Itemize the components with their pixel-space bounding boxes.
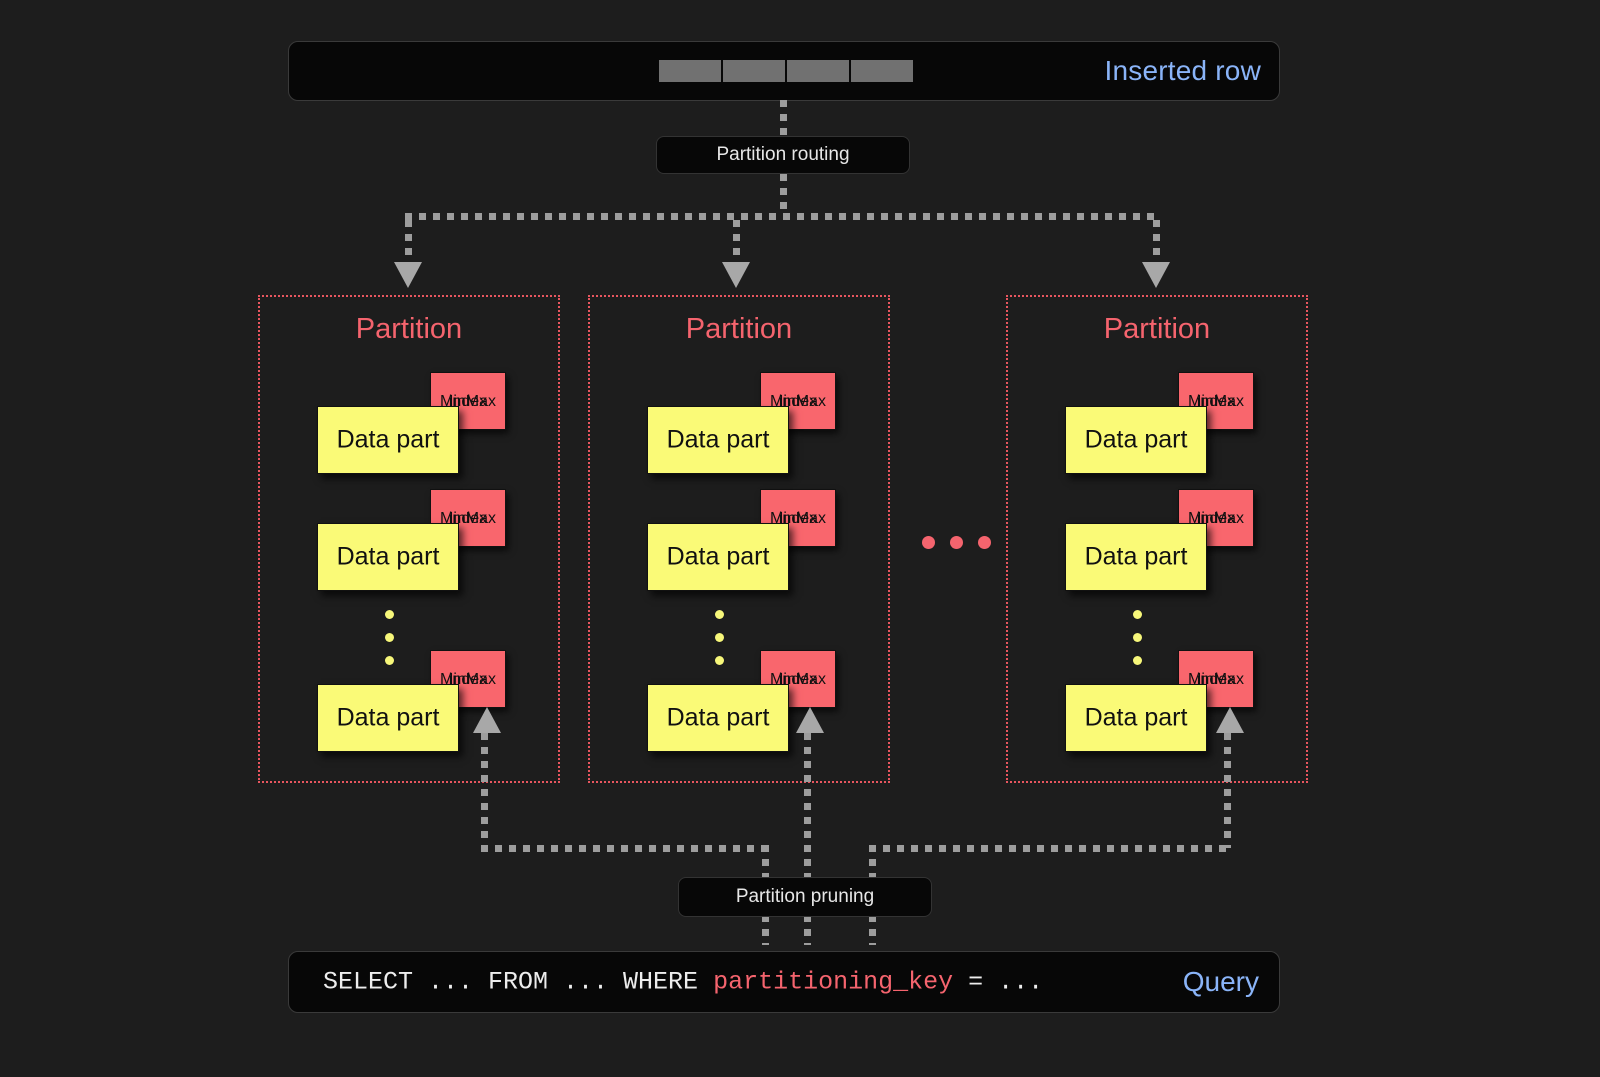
data-part-box[interactable]: Data part: [647, 684, 789, 752]
partition-pruning-box: Partition pruning: [678, 877, 932, 917]
data-part-box[interactable]: Data part: [1065, 523, 1207, 591]
row-cell: [723, 60, 785, 82]
data-part-box[interactable]: Data part: [647, 406, 789, 474]
query-keyword: partitioning_key: [713, 967, 954, 997]
query-sql-text: SELECT ... FROM ... WHERE partitioning_k…: [323, 968, 1043, 997]
inserted-row-cells: [659, 60, 913, 82]
partition-ellipsis: [922, 536, 991, 549]
row-cell: [659, 60, 721, 82]
pruning-leg-3: [1224, 733, 1231, 848]
inserted-row-bar: Inserted row: [288, 41, 1280, 101]
row-cell: [851, 60, 913, 82]
data-part-ellipsis: [715, 610, 724, 679]
data-part-box[interactable]: Data part: [1065, 684, 1207, 752]
fanout-leg-2: [733, 220, 740, 268]
partition-title: Partition: [1103, 313, 1211, 345]
query-suffix: = ...: [953, 967, 1044, 997]
connector-routing-to-bus: [780, 174, 787, 216]
partition-pruning-label: Partition pruning: [735, 886, 875, 907]
pruning-bus-left: [481, 845, 769, 852]
pruning-bus-right: [869, 845, 1231, 852]
partition-title: Partition: [355, 313, 463, 345]
query-label: Query: [1182, 966, 1259, 997]
data-part-ellipsis: [385, 610, 394, 679]
inserted-row-label: Inserted row: [1104, 55, 1261, 86]
fanout-leg-1: [405, 220, 412, 268]
pruning-arrow-2-icon: [796, 707, 824, 733]
fanout-arrow-1-icon: [394, 262, 422, 288]
pruning-arrow-3-icon: [1216, 707, 1244, 733]
fanout-arrow-3-icon: [1142, 262, 1170, 288]
connector-row-to-routing: [780, 100, 787, 140]
data-part-box[interactable]: Data part: [317, 406, 459, 474]
pruning-leg-1: [481, 733, 488, 848]
data-part-box[interactable]: Data part: [647, 523, 789, 591]
data-part-box[interactable]: Data part: [1065, 406, 1207, 474]
partition-routing-box: Partition routing: [656, 136, 910, 174]
pruning-arrow-1-icon: [473, 707, 501, 733]
fanout-bus: [405, 213, 1160, 220]
data-part-ellipsis: [1133, 610, 1142, 679]
partition-routing-label: Partition routing: [716, 144, 850, 165]
pruning-leg-2: [804, 733, 811, 945]
query-prefix: SELECT ... FROM ... WHERE: [323, 967, 714, 997]
row-cell: [787, 60, 849, 82]
fanout-leg-3: [1153, 220, 1160, 268]
data-part-box[interactable]: Data part: [317, 684, 459, 752]
data-part-box[interactable]: Data part: [317, 523, 459, 591]
fanout-arrow-2-icon: [722, 262, 750, 288]
query-bar: SELECT ... FROM ... WHERE partitioning_k…: [288, 951, 1280, 1013]
partition-title: Partition: [685, 313, 793, 345]
